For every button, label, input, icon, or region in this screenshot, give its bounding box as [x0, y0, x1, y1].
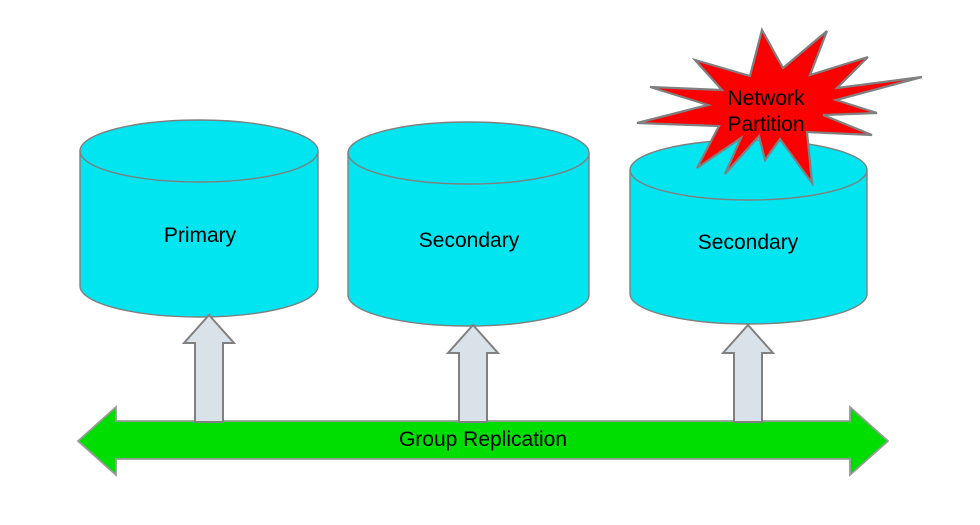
up-arrow-secondary-1	[445, 323, 501, 423]
cylinder-primary-body	[79, 119, 319, 318]
network-partition-burst	[636, 27, 923, 187]
group-replication-label: Group Replication	[398, 428, 568, 451]
network-partition-burst-shape	[636, 27, 923, 187]
cylinder-secondary-1	[347, 121, 590, 327]
cylinder-secondary-2-rim	[629, 169, 868, 201]
cylinder-secondary-2	[629, 139, 868, 325]
cylinder-primary-rim	[79, 150, 319, 183]
up-arrow-secondary-2	[720, 323, 776, 423]
cylinder-primary-label: Primary	[163, 224, 237, 247]
cylinder-secondary-1-label: Secondary	[418, 229, 520, 252]
cylinder-secondary-1-body	[347, 121, 590, 327]
network-partition-label: Network Partition	[727, 87, 805, 136]
up-arrow-primary	[181, 313, 237, 423]
cylinder-primary	[79, 119, 319, 318]
group-replication-arrow	[76, 404, 890, 478]
cylinder-secondary-2-label: Secondary	[697, 231, 799, 254]
cylinder-secondary-1-rim	[347, 152, 590, 185]
cylinder-secondary-2-body	[629, 139, 868, 325]
